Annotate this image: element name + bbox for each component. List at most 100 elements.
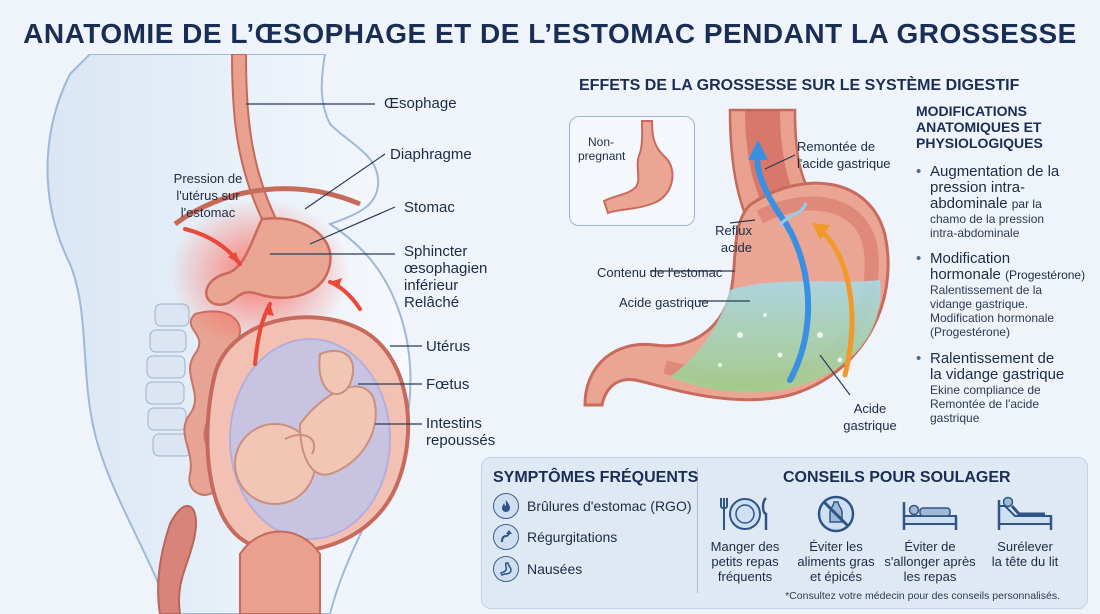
remontee-line-2: l'acide gastrique bbox=[797, 156, 891, 171]
sphincter-line-3: inférieur bbox=[404, 277, 459, 294]
mod-2-line-1: Modification bbox=[930, 250, 1011, 267]
flame-icon bbox=[493, 493, 519, 519]
tip-label: Éviter de s'allonger après les repas bbox=[882, 539, 978, 584]
spine bbox=[145, 303, 192, 457]
acide-line-1: Acide bbox=[853, 401, 887, 416]
label-intestins: Intestins repoussés bbox=[426, 415, 495, 449]
rectum bbox=[157, 504, 197, 614]
label-oesophage: Œsophage bbox=[384, 95, 457, 112]
mod-1-line-3: abdominale par la bbox=[930, 196, 1096, 212]
mod-2-line-2-suffix: (Progestérone) bbox=[1005, 268, 1086, 282]
pelvis bbox=[239, 530, 321, 614]
tip-2-line-2: aliments gras bbox=[797, 554, 875, 569]
mod-1-line-3-text: abdominale bbox=[930, 195, 1008, 212]
stomach-leader-lines bbox=[650, 154, 851, 396]
label-uterus: Utérus bbox=[426, 338, 471, 355]
raised-bed-icon bbox=[977, 493, 1073, 535]
label-sphincter: Sphincter œsophagien inférieur Relâché bbox=[404, 243, 487, 311]
mod-header-line-1: MODIFICATIONS bbox=[916, 103, 1027, 119]
tip-label: Surélever la tête du lit bbox=[977, 539, 1073, 569]
reflux-arrow-orange-head bbox=[812, 223, 830, 240]
bullet: • bbox=[916, 250, 922, 267]
mod-2-line-2: hormonale (Progestérone) bbox=[930, 267, 1096, 283]
label-acide: Acide gastrique bbox=[840, 400, 900, 434]
reflux-line-1: Reflux bbox=[715, 223, 752, 238]
footnote: *Consultez votre médecin pour des consei… bbox=[785, 590, 1060, 602]
intestins-line-2: repoussés bbox=[426, 432, 496, 449]
label-diaphragme: Diaphragme bbox=[390, 146, 472, 163]
tip-4-line-2: la tête du lit bbox=[991, 554, 1059, 569]
diaphragm bbox=[173, 186, 361, 227]
bubbles bbox=[718, 313, 843, 367]
conseils-title: CONSEILS POUR SOULAGER bbox=[783, 469, 1011, 486]
label-pression: Pression de l'utérus sur l'estomac bbox=[158, 170, 258, 221]
leader-lines bbox=[246, 103, 422, 425]
pression-line-3: l'estomac bbox=[180, 205, 236, 220]
reflux-arrow-orange bbox=[817, 227, 855, 378]
modification-item: • Augmentation de la pression intra- abd… bbox=[916, 164, 1096, 240]
pressure-arrow-heads bbox=[228, 252, 342, 316]
reflux-line-2: acide bbox=[720, 240, 752, 255]
sphincter-line-2: œsophagien bbox=[404, 260, 488, 277]
tip-label: Manger des petits repas fréquents bbox=[697, 539, 793, 584]
stomach-reflux-illustration bbox=[583, 108, 890, 407]
tip-1-line-3: fréquents bbox=[717, 569, 773, 584]
mod-header-line-3: PHYSIOLOGIQUES bbox=[916, 135, 1043, 151]
tip-label: Éviter les aliments gras et épicés bbox=[788, 539, 884, 584]
mod-header-line-2: ANATOMIQUES ET bbox=[916, 119, 1042, 135]
mod-1-line-2: pression intra- bbox=[930, 179, 1026, 196]
bullet: • bbox=[916, 350, 922, 367]
bullet: • bbox=[916, 163, 922, 180]
label-estomac: Stomac bbox=[404, 199, 455, 216]
tip-item: Surélever la tête du lit bbox=[977, 493, 1073, 569]
mod-1-line-3-suffix: par la bbox=[1011, 197, 1042, 211]
tip-item: Éviter de s'allonger après les repas bbox=[882, 493, 978, 584]
symptom-label: Nausées bbox=[527, 561, 583, 577]
page-title: ANATOMIE DE L’ŒSOPHAGE ET DE L’ESTOMAC P… bbox=[23, 18, 1077, 49]
nonpregnant-inset: Non- pregnant bbox=[569, 116, 695, 226]
mod-1-desc-1: chamo de la pression bbox=[930, 212, 1045, 226]
stomach bbox=[205, 216, 332, 306]
mod-3-desc-2: Remontée de l'acide bbox=[930, 397, 1040, 411]
tip-3-line-1: Éviter de bbox=[904, 539, 956, 554]
acide-line-2: gastrique bbox=[843, 418, 897, 433]
pregnant-body-illustration bbox=[46, 54, 422, 614]
mod-2-desc-3: Modification hormonale bbox=[930, 311, 1055, 325]
mod-3-desc-1: Ekine compliance de bbox=[930, 383, 1041, 397]
nonpregnant-line-2: pregnant bbox=[578, 149, 626, 163]
label-acide-gastrique: Acide gastrique bbox=[619, 295, 709, 310]
symptom-item: Régurgitations bbox=[493, 524, 617, 550]
splash bbox=[778, 202, 808, 227]
pression-line-1: Pression de bbox=[173, 171, 243, 186]
tip-2-line-3: et épicés bbox=[809, 569, 863, 584]
tip-2-line-1: Éviter les bbox=[809, 539, 863, 554]
normal-stomach-illustration bbox=[602, 120, 674, 215]
mod-2-desc-4: (Progestérone) bbox=[930, 325, 1011, 339]
modifications-header: MODIFICATIONS ANATOMIQUES ET PHYSIOLOGIQ… bbox=[916, 103, 1086, 151]
mod-3-desc-3: gastrique bbox=[930, 411, 980, 425]
intestins-line-1: Intestins bbox=[426, 415, 482, 432]
divider bbox=[697, 468, 698, 593]
mod-2-line-2-text: hormonale bbox=[930, 266, 1001, 283]
mod-2-desc-2: vidange gastrique. bbox=[930, 297, 1029, 311]
symptom-item: Nausées bbox=[493, 556, 582, 582]
tip-4-line-1: Surélever bbox=[997, 539, 1053, 554]
pression-line-2: l'utérus sur bbox=[176, 188, 240, 203]
lying-down-icon bbox=[882, 493, 978, 535]
label-foetus: Fœtus bbox=[426, 376, 470, 393]
stomach-fluid bbox=[670, 280, 881, 393]
fetus bbox=[234, 349, 377, 505]
symptom-label: Brûlures d'estomac (RGO) bbox=[527, 498, 692, 514]
tip-3-line-2: s'allonger après bbox=[884, 554, 976, 569]
modification-item: • Ralentissement de la vidange gastrique… bbox=[916, 351, 1096, 425]
label-remontee: Remontée de l'acide gastrique bbox=[797, 138, 891, 172]
modification-item: • Modification hormonale (Progestérone) … bbox=[916, 251, 1096, 339]
mod-1-desc-2: intra-abdominale bbox=[930, 226, 1020, 240]
right-panel-title: EFFETS DE LA GROSSESSE SUR LE SYSTÈME DI… bbox=[579, 77, 1020, 94]
mod-1-line-1: Augmentation de la bbox=[930, 163, 1060, 180]
info-box bbox=[481, 457, 1088, 609]
symptom-item: Brûlures d'estomac (RGO) bbox=[493, 493, 692, 519]
mod-2-desc-1: Ralentissement de la bbox=[930, 283, 1043, 297]
nonpregnant-label: Non- pregnant bbox=[578, 135, 626, 163]
tip-item: Manger des petits repas fréquents bbox=[697, 493, 793, 584]
